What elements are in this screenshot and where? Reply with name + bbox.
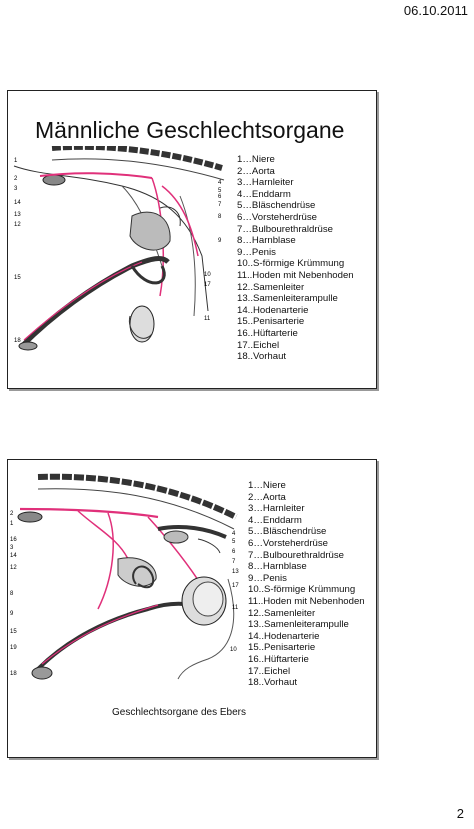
legend-item: 6…Vorsteherdrüse xyxy=(237,211,317,223)
legend-item: 16..Hüftarterie xyxy=(248,653,309,665)
legend-item: 5…Bläschendrüse xyxy=(248,526,327,538)
legend-item: 2…Aorta xyxy=(248,491,286,503)
legend-item: 7…Bulbourethraldrüse xyxy=(237,223,333,235)
figure-label: 6 xyxy=(218,194,222,200)
figure-label: 4 xyxy=(232,531,236,537)
figure-caption: Geschlechtsorgane des Ebers xyxy=(112,707,246,718)
figure-label: 8 xyxy=(218,214,222,220)
legend-item: 6…Vorsteherdrüse xyxy=(248,537,328,549)
legend-item: 5…Bläschendrüse xyxy=(237,200,316,212)
legend-item: 12..Samenleiter xyxy=(237,281,305,293)
page-date: 06.10.2011 xyxy=(403,3,468,18)
figure-label: 1 xyxy=(14,158,18,164)
figure-label: 13 xyxy=(14,212,21,218)
legend-item: 7…Bulbourethraldrüse xyxy=(248,549,344,561)
anatomy-diagram-boar: 2 1 16 3 14 12 8 9 15 19 18 4 5 6 7 13 1… xyxy=(10,473,239,680)
legend-item: 17..Eichel xyxy=(248,665,291,677)
legend-item: 3…Harnleiter xyxy=(237,177,294,189)
figure-label: 19 xyxy=(10,645,17,651)
legend-item: 4…Enddarm xyxy=(237,188,291,200)
legend-list: 1…Niere 2…Aorta 3…Harnleiter 4…Enddarm 5… xyxy=(248,480,365,689)
figure-label: 12 xyxy=(14,222,21,228)
legend-item: 16..Hüftarterie xyxy=(237,327,298,339)
legend-item: 10..S-förmige Krümmung xyxy=(237,258,345,270)
legend-item: 8…Harnblase xyxy=(237,235,296,247)
figure-label: 3 xyxy=(14,186,18,192)
figure-label: 7 xyxy=(218,202,222,208)
legend-item: 9…Penis xyxy=(248,572,287,584)
figure-label: 6 xyxy=(232,549,236,555)
figure-label: 14 xyxy=(10,553,17,559)
legend-item: 2…Aorta xyxy=(237,165,275,177)
legend-item: 15..Penisarterie xyxy=(237,316,305,328)
figure-label: 15 xyxy=(14,275,21,281)
figure-label: 17 xyxy=(204,282,211,288)
figure-label: 18 xyxy=(14,338,21,344)
figure-label: 3 xyxy=(10,545,14,551)
figure-label: 5 xyxy=(232,539,236,545)
legend-item: 3…Harnleiter xyxy=(248,503,305,515)
figure-label: 1 xyxy=(10,521,14,527)
legend-item: 14..Hodenarterie xyxy=(248,630,320,642)
legend-item: 1…Niere xyxy=(248,480,286,491)
figure-label: 2 xyxy=(10,511,14,517)
figure-label: 16 xyxy=(10,537,17,543)
legend-item: 1…Niere xyxy=(237,154,275,165)
legend-item: 11..Hoden mit Nebenhoden xyxy=(237,269,354,281)
legend-item: 12..Samenleiter xyxy=(248,607,316,619)
figure-label: 9 xyxy=(218,238,222,244)
legend-item: 11..Hoden mit Nebenhoden xyxy=(248,595,365,607)
legend-item: 4…Enddarm xyxy=(248,514,302,526)
legend-item: 13..Samenleiterampulle xyxy=(248,619,349,631)
figure-label: 7 xyxy=(232,559,236,565)
figure-label: 11 xyxy=(204,316,211,322)
figure-label: 10 xyxy=(230,647,237,653)
figure-label: 8 xyxy=(10,591,14,597)
legend-list: 1…Niere 2…Aorta 3…Harnleiter 4…Enddarm 5… xyxy=(237,154,354,363)
legend-item: 13..Samenleiterampulle xyxy=(237,293,338,305)
legend-item: 18..Vorhaut xyxy=(237,351,287,363)
slide-title: Männliche Geschlechtsorgane xyxy=(35,117,345,143)
figure-label: 14 xyxy=(14,200,21,206)
page-number: 2 xyxy=(456,806,464,821)
legend-item: 18..Vorhaut xyxy=(248,677,298,689)
legend-item: 14..Hodenarterie xyxy=(237,304,309,316)
legend-item: 8…Harnblase xyxy=(248,561,307,573)
legend-item: 17..Eichel xyxy=(237,339,280,351)
figure-label: 9 xyxy=(10,611,14,617)
legend-item: 10..S-förmige Krümmung xyxy=(248,584,356,596)
anatomy-diagram-bull: 1 2 3 14 13 12 15 18 4 5 6 7 8 9 10 17 1… xyxy=(13,146,225,351)
figure-label: 10 xyxy=(204,272,211,278)
figure-label: 11 xyxy=(232,605,239,611)
figure-label: 13 xyxy=(232,569,239,575)
figure-label: 15 xyxy=(10,629,17,635)
figure-label: 17 xyxy=(232,583,239,589)
slide-boar-organs: 2 1 16 3 14 12 8 9 15 19 18 4 5 6 7 13 1… xyxy=(7,459,377,758)
figure-label: 18 xyxy=(10,671,17,677)
figure-label: 5 xyxy=(218,188,222,194)
slide-male-organs: Männliche Geschlechtsorgane 1 2 3 14 13 xyxy=(7,90,377,389)
figure-label: 12 xyxy=(10,565,17,571)
figure-label: 2 xyxy=(14,176,18,182)
legend-item: 9…Penis xyxy=(237,246,276,258)
figure-label: 4 xyxy=(218,180,222,186)
legend-item: 15..Penisarterie xyxy=(248,642,316,654)
